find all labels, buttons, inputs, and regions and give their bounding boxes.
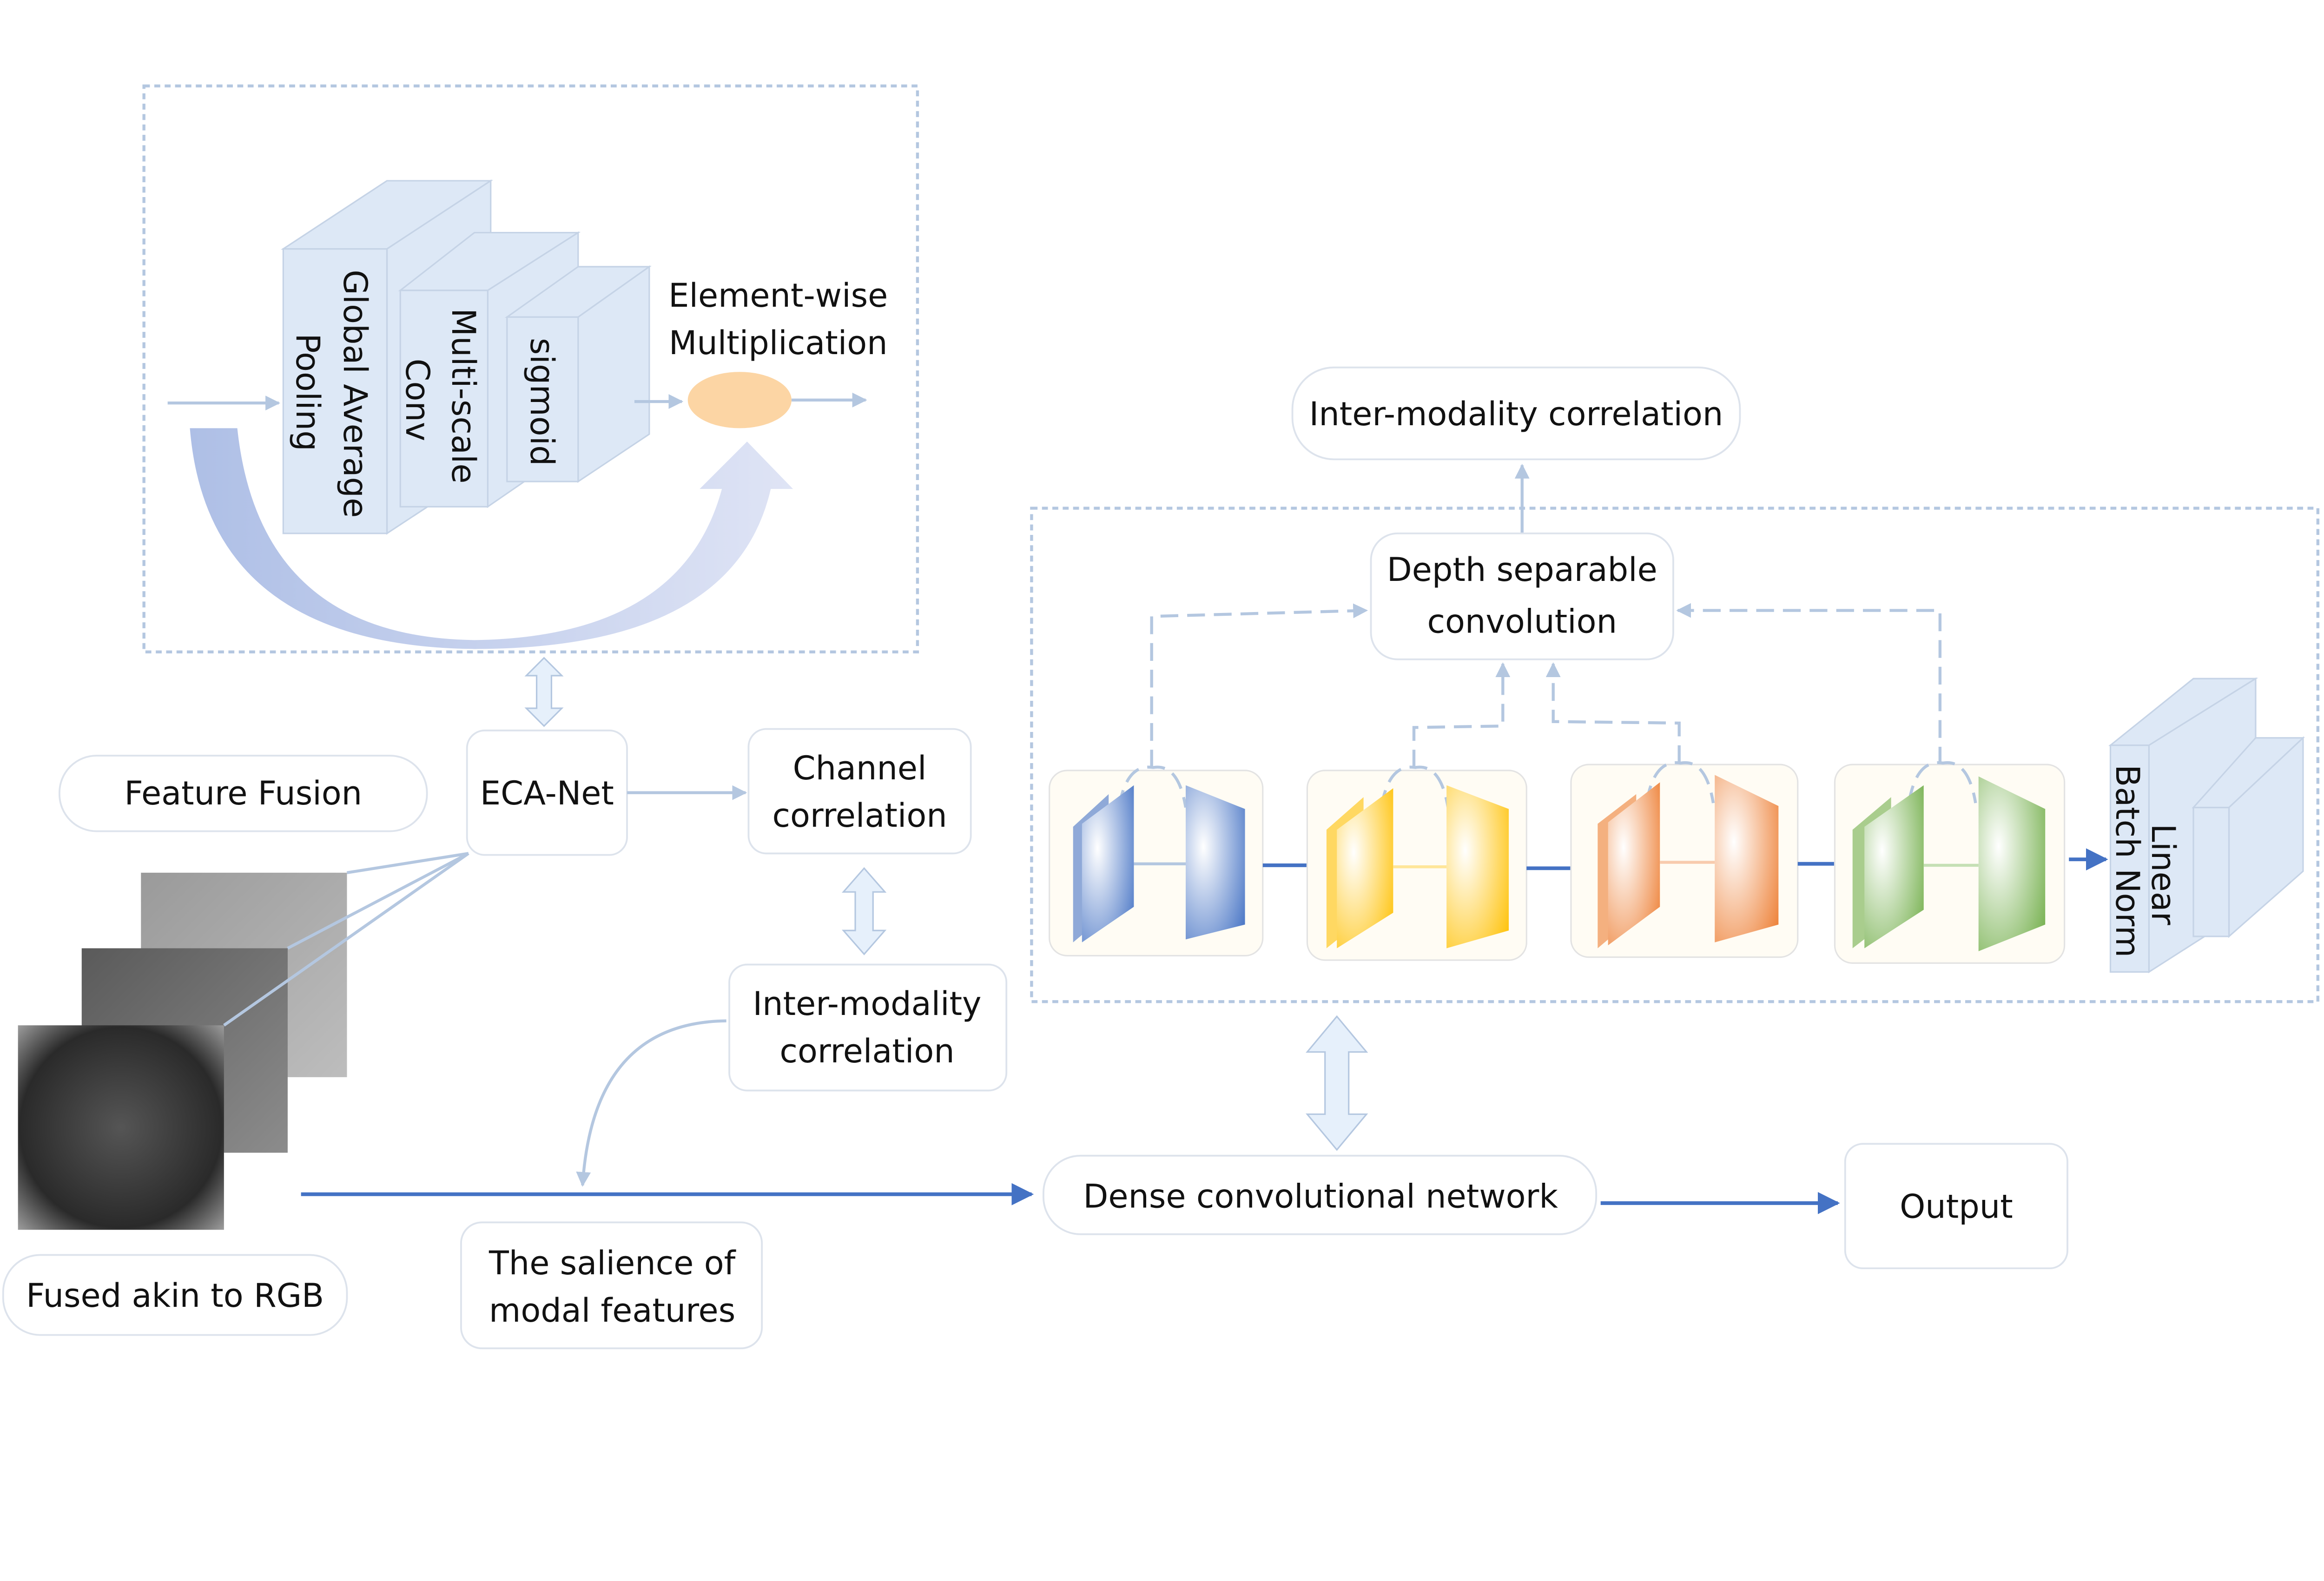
salience-label-2: modal features	[489, 1291, 735, 1330]
sigmoid-block: sigmoid	[504, 265, 652, 483]
multiply-label-2: Multiplication	[669, 324, 888, 362]
eca-module-frame	[142, 84, 919, 654]
inter-modality-node[interactable]	[728, 963, 1008, 1092]
architecture-diagram: Global Average Pooling Multi-scale Conv …	[2, 84, 2320, 1350]
output-label: Output	[1900, 1188, 2013, 1226]
salience-node[interactable]	[460, 1221, 763, 1350]
channel-correlation-label-2: correlation	[772, 797, 947, 835]
linear-batchnorm-block: Linear Batch Norm	[2108, 677, 2305, 974]
feature-fusion-label: Feature Fusion	[124, 774, 362, 812]
fingerprint-image-3	[18, 1025, 224, 1230]
dense-net-label: Dense convolutional network	[1083, 1177, 1558, 1215]
channel-correlation-label-1: Channel	[793, 749, 927, 787]
inter-modality-label-1: Inter-modality	[753, 985, 981, 1023]
dense-block-yellow	[1306, 765, 1527, 961]
dense-double-arrow	[1306, 1015, 1368, 1151]
salience-label-1: The salience of	[489, 1244, 737, 1282]
inter-modality-label-2: correlation	[779, 1032, 954, 1070]
batchnorm-label: Batch Norm	[2108, 764, 2146, 957]
sigmoid-label: sigmoid	[523, 338, 561, 466]
gap-label-2: Pooling	[289, 333, 327, 451]
inter-modality-top-node[interactable]	[1291, 366, 1741, 461]
dense-module-frame	[1030, 507, 2320, 1003]
channel-double-arrow	[842, 867, 887, 955]
msconv-label-2: Conv	[398, 359, 436, 441]
linear-label: Linear	[2144, 824, 2182, 925]
fusion-connector-lines	[223, 852, 469, 1027]
inter-modality-top-label: Inter-modality correlation	[1309, 395, 1723, 433]
eca-double-arrow	[524, 657, 564, 727]
feature-fusion-node[interactable]	[59, 755, 428, 832]
gap-label-1: Global Average	[336, 270, 374, 518]
fused-rgb-node[interactable]	[2, 1254, 348, 1336]
multiply-node	[687, 372, 792, 428]
skip-connections	[1150, 603, 1942, 768]
output-node[interactable]	[1844, 1143, 2068, 1270]
channel-correlation-node[interactable]	[747, 728, 972, 855]
depth-separable-label-1: Depth separable	[1387, 551, 1657, 589]
dense-block-blue	[1049, 765, 1264, 957]
depth-separable-node[interactable]	[1370, 532, 1674, 660]
multiply-label-1: Element-wise	[668, 277, 888, 315]
inter-modality-curve-arrow	[576, 1019, 726, 1187]
eca-net-label: ECA-Net	[480, 774, 614, 812]
dense-block-green	[1834, 761, 2066, 964]
dense-block-orange	[1570, 761, 1799, 958]
depth-separable-label-2: convolution	[1427, 602, 1617, 640]
fused-rgb-label: Fused akin to RGB	[26, 1277, 324, 1315]
msconv-label-1: Multi-scale	[444, 308, 482, 483]
dense-net-node[interactable]	[1043, 1154, 1598, 1235]
